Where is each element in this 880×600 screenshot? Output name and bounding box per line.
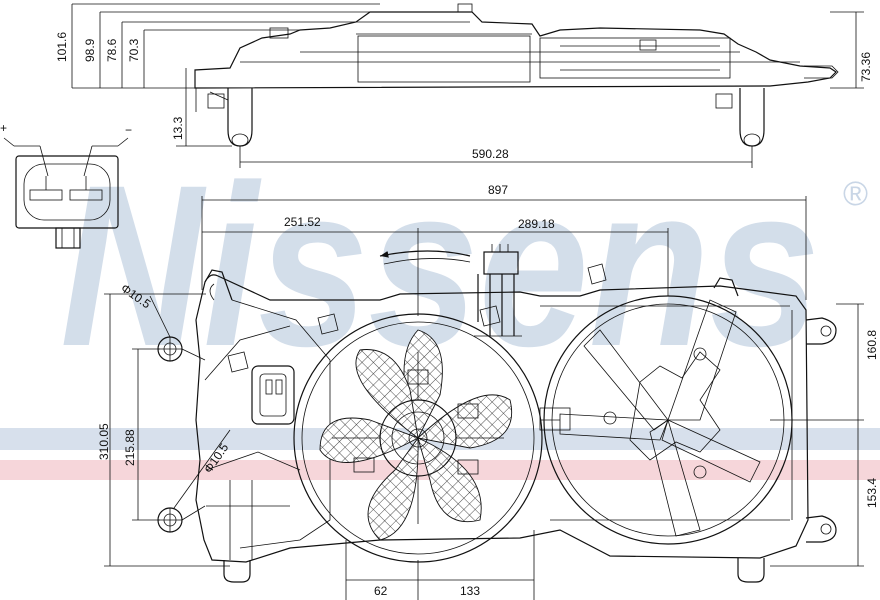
front-view-dimensions: 897 251.52 289.18 310.05 215.88 Φ10.5 Φ1…: [97, 183, 879, 600]
dim-top-98-9: 98.9: [83, 38, 97, 62]
dim-front-133: 133: [460, 584, 480, 598]
registered-mark: ®: [843, 175, 868, 213]
connector-minus: −: [125, 123, 132, 137]
dim-top-13-3: 13.3: [171, 116, 185, 140]
left-fan: [293, 313, 543, 563]
dim-front-62: 62: [374, 584, 388, 598]
dim-front-289-18: 289.18: [518, 217, 555, 231]
dim-front-251-52: 251.52: [284, 215, 321, 229]
dim-front-310-05: 310.05: [97, 423, 111, 460]
dim-front-215-88: 215.88: [123, 429, 137, 466]
connector-plug: + −: [0, 121, 132, 249]
dim-top-590-28: 590.28: [472, 147, 509, 161]
dim-front-160-8: 160.8: [865, 330, 879, 360]
top-view-housing: [194, 11, 837, 89]
dim-top-70-3: 70.3: [127, 38, 141, 62]
front-view: [157, 244, 837, 583]
connector-plus: +: [0, 121, 7, 135]
dim-top-101-6: 101.6: [55, 32, 69, 62]
dim-top-78-6: 78.6: [105, 38, 119, 62]
dim-top-73-36: 73.36: [859, 52, 873, 82]
shroud-outline: [195, 274, 809, 563]
top-view: [194, 3, 839, 147]
dim-front-153-4: 153.4: [865, 478, 879, 508]
dim-front-897: 897: [488, 183, 508, 197]
top-view-dimensions: 101.6 98.9 78.6 70.3 13.3 73.36 590.28: [55, 3, 873, 168]
rotation-arrow: [379, 250, 471, 258]
